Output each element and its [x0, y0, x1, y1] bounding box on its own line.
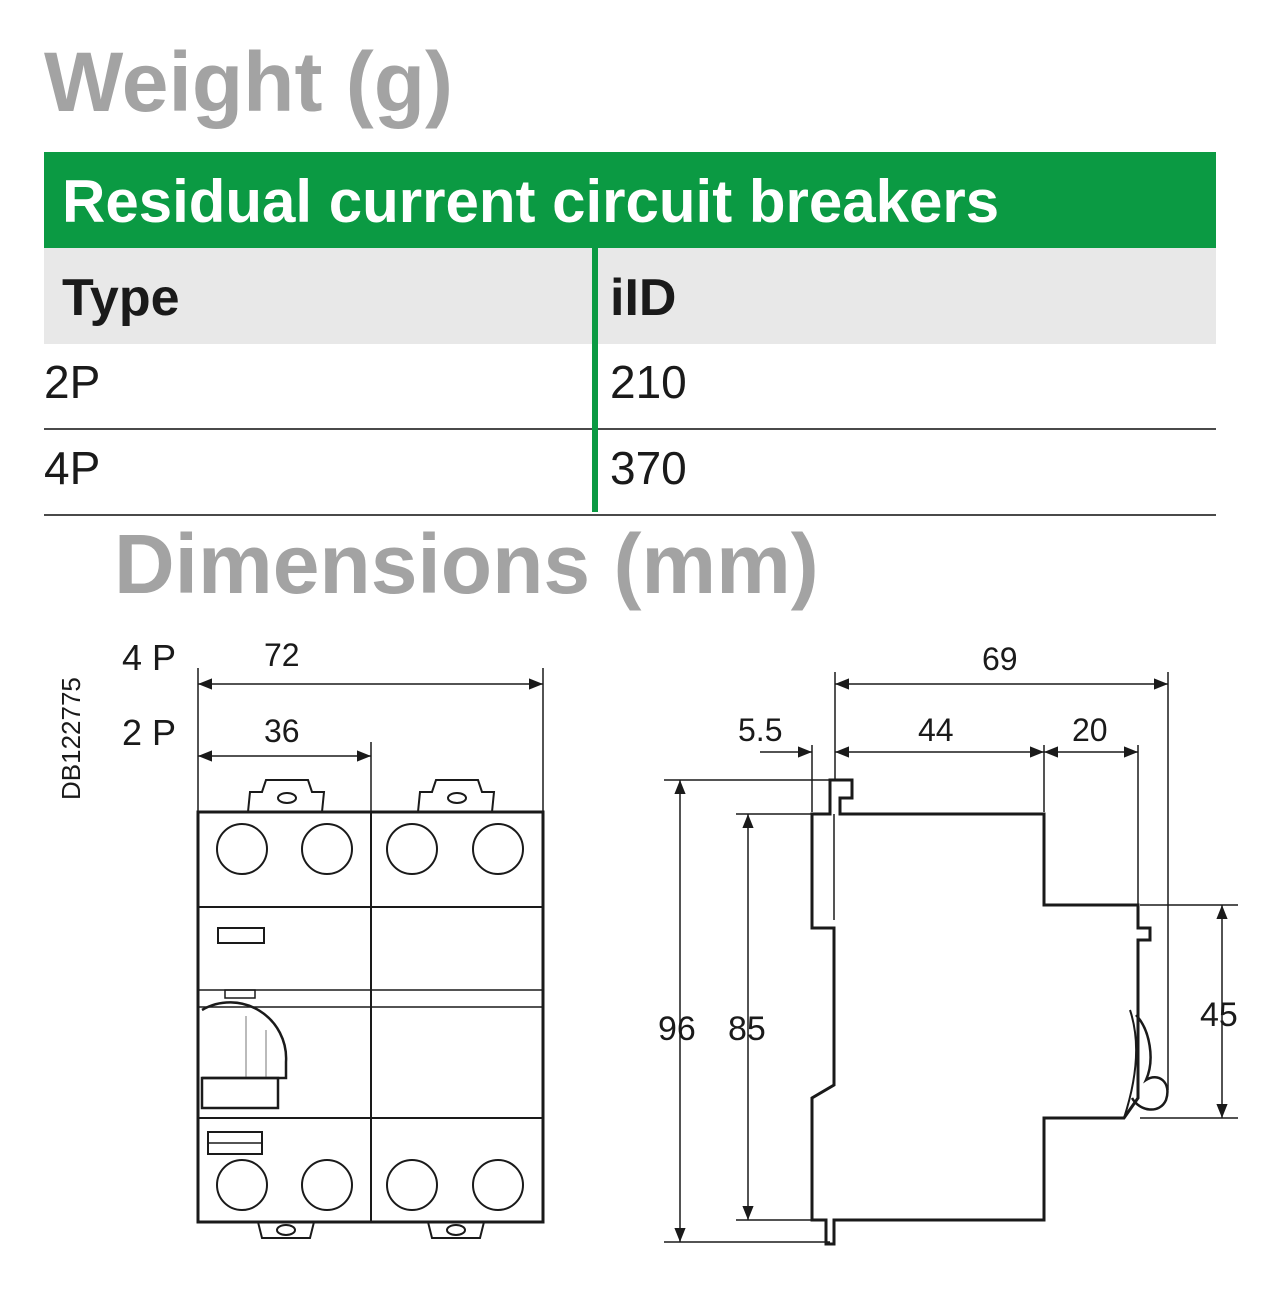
weight-heading: Weight (g) — [44, 35, 454, 129]
cell-type: 4P — [44, 442, 101, 494]
cell-weight: 370 — [610, 442, 687, 494]
column-header-type: Type — [62, 269, 180, 327]
dim-depth-front: 20 — [1072, 712, 1108, 748]
dimensions-heading: Dimensions (mm) — [114, 517, 819, 611]
dim-offset: 5.5 — [738, 712, 782, 748]
dim-depth-body: 44 — [918, 712, 954, 748]
table-row: 2P 210 — [44, 344, 1216, 430]
column-header-iid: iID — [610, 269, 677, 327]
drawing-reference-code: DB122775 — [56, 677, 86, 800]
table-header-row: Type iID — [44, 248, 1216, 344]
column-divider — [592, 248, 598, 512]
dim-width-4p: 72 — [264, 637, 300, 673]
table-row: 4P 370 — [44, 430, 1216, 516]
dim-height-front: 45 — [1200, 996, 1238, 1034]
dim-width-2p: 36 — [264, 713, 300, 749]
front-view: 4 P 2 P 72 36 — [122, 637, 545, 1239]
dimension-drawing: DB122775 4 P 2 P 72 36 — [56, 637, 1238, 1246]
dim-height-total: 96 — [658, 1010, 696, 1048]
side-view: 69 5.5 44 20 96 85 45 — [658, 641, 1238, 1246]
cell-type: 2P — [44, 356, 101, 408]
table-title: Residual current circuit breakers — [44, 152, 1216, 248]
label-4p: 4 P — [122, 637, 176, 678]
dim-depth-total: 69 — [982, 641, 1018, 677]
cell-weight: 210 — [610, 356, 687, 408]
dim-height-body: 85 — [728, 1010, 766, 1048]
label-2p: 2 P — [122, 712, 176, 753]
weight-table: Residual current circuit breakers Type i… — [44, 152, 1216, 516]
